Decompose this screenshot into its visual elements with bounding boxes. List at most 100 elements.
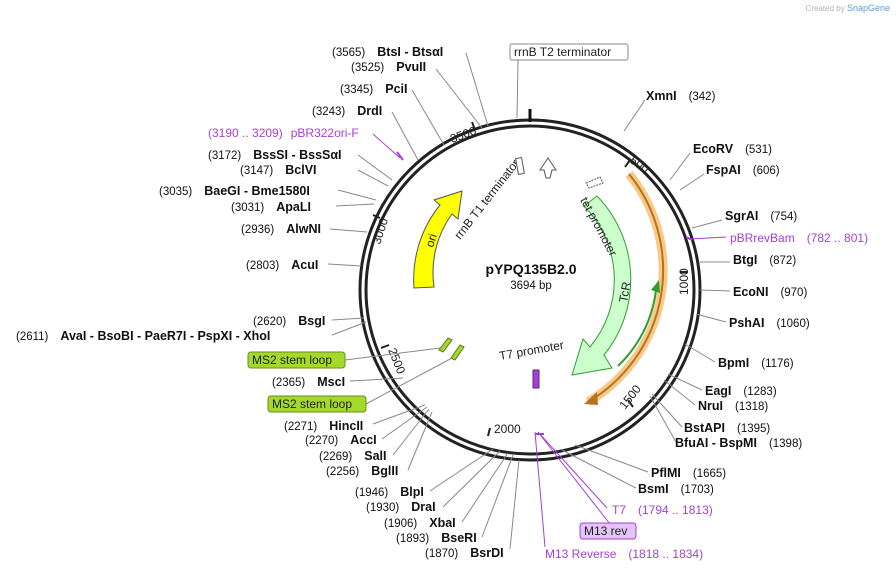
site-btsi[interactable]: (3565)BtsI - BtsαI — [332, 45, 489, 127]
site-hincii[interactable]: (2271)HincII — [284, 404, 426, 433]
site-position: (3147) — [240, 165, 273, 177]
site-position: (1906) — [384, 518, 417, 530]
site-name: BsrDI — [470, 546, 503, 560]
site-pflmi[interactable]: PflMI(1665) — [574, 444, 726, 480]
site-name: BseRI — [441, 531, 476, 545]
site-drdi[interactable]: (3243)DrdI — [312, 104, 419, 161]
site-position: (1318) — [735, 401, 768, 413]
t7-promoter-mark[interactable] — [532, 369, 540, 389]
ms2-stem-loop-1[interactable] — [438, 337, 453, 353]
site-bseri[interactable]: (1893)BseRI — [396, 454, 514, 545]
site-position: (1176) — [761, 358, 794, 370]
site-name: AlwNI — [286, 222, 321, 236]
svg-text:(3147)BclVI: (3147) BclVI — [240, 163, 317, 177]
svg-text:FspAI(606): FspAI(606) — [706, 163, 780, 177]
site-sgrai[interactable]: SgrAI(754) — [691, 209, 797, 229]
snapgene-brand[interactable]: SnapGene — [846, 3, 890, 13]
ms2-box-b[interactable] — [267, 395, 367, 413]
site-position: (872) — [769, 255, 796, 267]
ms2-label-b: MS2 stem loop — [272, 397, 352, 411]
svg-text:pBRrevBam(782 .. 801): pBRrevBam(782 .. 801) — [730, 231, 868, 245]
site-econi[interactable]: EcoNI(970) — [699, 285, 807, 299]
site-bpmi[interactable]: BpmI(1176) — [684, 343, 794, 370]
site-avai[interactable]: (2611)AvaI - BsoBI - PaeR7I - PspXI - Xh… — [16, 321, 367, 343]
rrnb-t2-arrow[interactable] — [539, 157, 557, 179]
site-position: (2620) — [253, 316, 286, 328]
site-blpi[interactable]: (1946)BlpI — [355, 448, 494, 499]
site-drai[interactable]: (1930)DraI — [366, 450, 501, 514]
credit-prefix: Created by — [805, 4, 845, 13]
site-bsrdi[interactable]: (1870)BsrDI — [425, 459, 520, 560]
svg-text:(2270)AccI: (2270)AccI — [305, 433, 377, 447]
ori-feature[interactable] — [413, 190, 463, 289]
site-name: BclVI — [285, 163, 316, 177]
site-baegi[interactable]: (3035)BaeGI - Bme1580I — [159, 184, 377, 201]
site-pcii[interactable]: (3345)PciI — [340, 82, 445, 146]
site-pvuii[interactable]: (3525)PvuII — [351, 60, 483, 129]
site-nrui[interactable]: NruI (1318) — [663, 379, 768, 413]
tet-promoter-arrow[interactable] — [585, 176, 604, 189]
site-name: BstAPI — [684, 421, 725, 435]
site-position: (2803) — [246, 260, 279, 272]
primer-pbrrevbam[interactable]: pBRrevBam(782 .. 801) — [689, 231, 868, 245]
site-ecorv[interactable]: EcoRV(531) — [669, 142, 772, 181]
site-position: (342) — [689, 91, 716, 103]
site-alwni[interactable]: (2936) AlwNI — [241, 222, 368, 236]
svg-text:(3565)BtsI - BtsαI: (3565)BtsI - BtsαI — [332, 45, 443, 59]
site-bsmi[interactable]: BsmI(1703) — [561, 449, 714, 496]
site-btgi[interactable]: BtgI (872) — [700, 253, 796, 267]
site-position: (1946) — [355, 487, 388, 499]
site-name: AccI — [350, 433, 376, 447]
tcr-label: TcR — [616, 280, 633, 303]
svg-text:M13 Reverse(1818 .. 1834): M13 Reverse(1818 .. 1834) — [545, 547, 703, 561]
ms2-box-a[interactable] — [247, 351, 346, 369]
site-pshai[interactable]: PshAI(1060) — [695, 313, 810, 330]
primer-range: (1818 .. 1834) — [628, 547, 703, 561]
site-name: BsgI — [298, 314, 325, 328]
site-bfuai[interactable]: BfuAI - BspMI (1398) — [649, 395, 802, 450]
site-acci[interactable]: (2270)AccI — [305, 406, 428, 447]
ms2-stem-loop-2[interactable] — [450, 344, 465, 361]
primer-pbr322ori[interactable]: (3190 .. 3209)pBR322ori-F — [208, 126, 401, 159]
site-name: EagI — [705, 384, 731, 398]
tcr-arrow[interactable] — [571, 195, 632, 376]
site-position: (3031) — [231, 202, 264, 214]
tick-marks — [372, 121, 688, 437]
site-msci[interactable]: (2365)MscI — [272, 375, 404, 389]
site-name: BtgI — [733, 253, 757, 267]
site-name: MscI — [317, 375, 345, 389]
site-sali[interactable]: (2269)SalI — [319, 408, 430, 463]
svg-text:(3172)BssSI - BssSαI: (3172)BssSI - BssSαI — [208, 148, 342, 162]
site-bglii[interactable]: (2256)BglII — [326, 411, 433, 478]
primer-name: pBRrevBam — [730, 231, 795, 245]
site-xbai[interactable]: (1906)XbaI — [384, 452, 509, 530]
m13-rev-box[interactable] — [579, 522, 637, 540]
site-name: NruI — [698, 399, 723, 413]
site-eagi[interactable]: EagI(1283) — [667, 373, 777, 398]
svg-text:(2611)AvaI - BsoBI - PaeR7: (2611)AvaI - BsoBI - PaeR7I - PspXI - Xh… — [16, 329, 270, 343]
site-acui[interactable]: (2803)AcuI — [246, 258, 362, 272]
tick-1000: 1000 — [677, 268, 691, 295]
site-position: (2269) — [319, 451, 352, 463]
primer-t7[interactable]: T7(1794 .. 1813) — [537, 431, 713, 517]
site-position: (3565) — [332, 47, 365, 59]
site-bsssi[interactable]: (3172)BssSI - BssSαI — [208, 148, 393, 181]
site-bstapi[interactable]: BstAPI(1395) — [651, 393, 770, 435]
site-name: BfuAI - BspMI — [675, 436, 757, 450]
site-position: (1398) — [769, 438, 802, 450]
site-position: (2936) — [241, 224, 274, 236]
site-name: EcoNI — [733, 285, 768, 299]
site-bsgi[interactable]: (2620) BsgI — [253, 314, 365, 328]
rrnb-t1-mark[interactable] — [515, 157, 525, 175]
svg-text:(1906)XbaI: (1906)XbaI — [384, 516, 456, 530]
site-bclvi[interactable]: (3147) BclVI — [240, 163, 389, 187]
site-xmni[interactable]: XmnI(342) — [623, 89, 716, 132]
site-apali[interactable]: (3031)ApaLI — [231, 200, 375, 214]
svg-text:(2269)SalI: (2269)SalI — [319, 449, 387, 463]
site-fspai[interactable]: FspAI(606) — [679, 163, 780, 191]
primer-m13-reverse[interactable]: M13 Reverse(1818 .. 1834) — [534, 431, 703, 561]
svg-text:(3525)PvuII: (3525)PvuII — [351, 60, 426, 74]
svg-text:(2271)HincII: (2271)HincII — [284, 419, 363, 433]
rrnb-t2-box[interactable] — [509, 43, 629, 61]
site-position: (754) — [770, 211, 797, 223]
